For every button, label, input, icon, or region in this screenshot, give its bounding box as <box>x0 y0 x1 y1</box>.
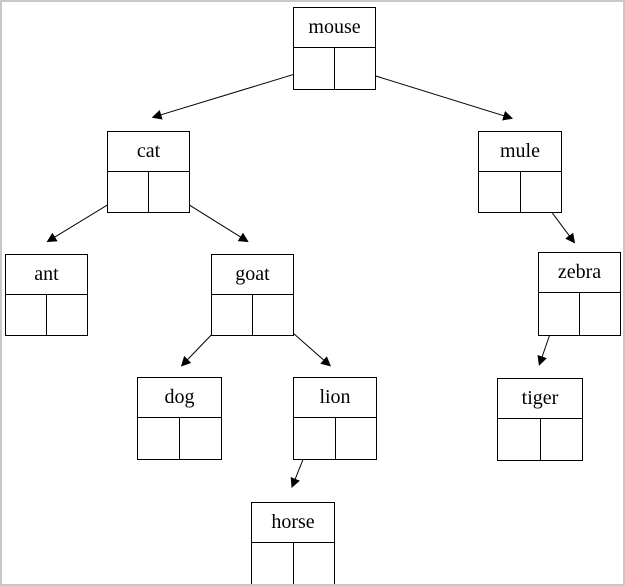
edge-mouse-cat <box>151 68 314 120</box>
tree-node-mule: mule <box>478 131 562 213</box>
node-label: zebra <box>539 253 620 293</box>
node-label: dog <box>138 378 221 418</box>
left-pointer-cell <box>6 295 47 335</box>
node-pointer-cells <box>6 295 87 335</box>
tree-node-ant: ant <box>5 254 88 336</box>
node-pointer-cells <box>212 295 293 335</box>
node-label: goat <box>212 255 293 295</box>
right-pointer-cell <box>335 48 375 89</box>
tree-node-mouse: mouse <box>293 7 376 90</box>
right-pointer-cell <box>149 172 189 212</box>
node-label: cat <box>108 132 189 172</box>
node-label: tiger <box>498 379 582 419</box>
left-pointer-cell <box>498 419 541 460</box>
right-pointer-cell <box>253 295 293 335</box>
right-pointer-cell <box>336 418 377 459</box>
left-pointer-cell <box>252 543 294 584</box>
node-label: lion <box>294 378 376 418</box>
tree-node-goat: goat <box>211 254 294 336</box>
tree-node-zebra: zebra <box>538 252 621 336</box>
node-pointer-cells <box>294 48 375 89</box>
tree-node-lion: lion <box>293 377 377 460</box>
node-pointer-cells <box>498 419 582 460</box>
node-pointer-cells <box>138 418 221 459</box>
left-pointer-cell <box>294 418 336 459</box>
node-pointer-cells <box>479 172 561 212</box>
left-pointer-cell <box>212 295 253 335</box>
right-pointer-cell <box>580 293 620 335</box>
left-pointer-cell <box>294 48 335 89</box>
left-pointer-cell <box>138 418 180 459</box>
node-pointer-cells <box>539 293 620 335</box>
node-label: mouse <box>294 8 375 48</box>
tree-node-tiger: tiger <box>497 378 583 461</box>
right-pointer-cell <box>521 172 562 212</box>
node-label: ant <box>6 255 87 295</box>
left-pointer-cell <box>479 172 521 212</box>
node-label: horse <box>252 503 334 543</box>
right-pointer-cell <box>541 419 583 460</box>
tree-node-dog: dog <box>137 377 222 460</box>
left-pointer-cell <box>539 293 580 335</box>
tree-node-horse: horse <box>251 502 335 584</box>
right-pointer-cell <box>47 295 87 335</box>
right-pointer-cell <box>294 543 335 584</box>
tree-node-cat: cat <box>107 131 190 213</box>
node-pointer-cells <box>108 172 189 212</box>
node-label: mule <box>479 132 561 172</box>
node-pointer-cells <box>252 543 334 584</box>
node-pointer-cells <box>294 418 376 459</box>
left-pointer-cell <box>108 172 149 212</box>
right-pointer-cell <box>180 418 221 459</box>
